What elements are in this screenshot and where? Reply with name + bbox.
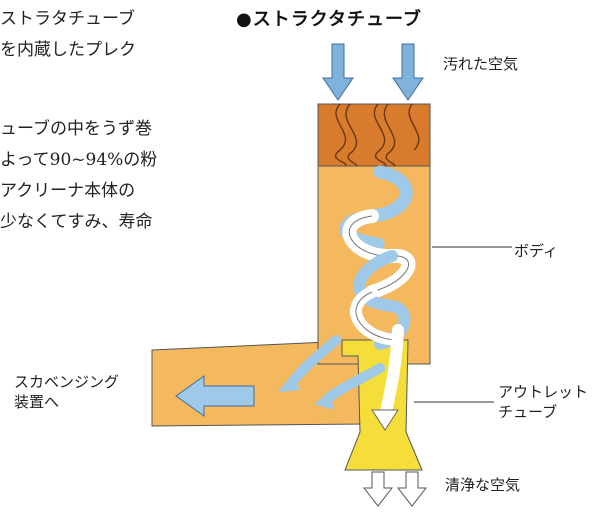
clean-air-label: 清浄な空気 xyxy=(445,476,521,494)
outlet-tube-label: アウトレット チューブ xyxy=(498,382,588,422)
body-text-line: ストラタチューブ xyxy=(0,9,135,29)
outlet-tube-label-line: アウトレット xyxy=(498,383,589,401)
body-text-line: よって90~94%の粉 xyxy=(0,150,158,170)
clean-air-arrow-icon xyxy=(396,471,428,507)
body-text-line: ューブの中をうず巻 xyxy=(0,119,152,139)
outlet-tube-label-line: チューブ xyxy=(498,403,558,421)
inlet-arrow-icon xyxy=(392,43,424,101)
scavenge-flow-arrow-icon xyxy=(314,392,334,410)
dirty-air-label: 汚れた空気 xyxy=(443,55,519,73)
clean-air-flow-arrow-icon xyxy=(371,409,399,431)
body-text-line: 少なくてすみ、寿命 xyxy=(0,212,153,232)
body-text-line: アクリーナ本体の xyxy=(0,181,136,201)
inlet-vanes xyxy=(334,103,420,167)
body-text-lower: ューブの中をうず巻 よって90~94%の粉 アクリーナ本体の 少なくてすみ、寿命 xyxy=(0,114,157,238)
body-label: ボディ xyxy=(514,242,558,260)
scavenging-label: スカベンジング 装置へ xyxy=(14,372,119,412)
body-text-upper: ストラタチューブ を内蔵したプレク xyxy=(0,4,136,66)
clean-air-arrow-icon xyxy=(362,471,394,507)
diagram-heading: ●ストラクタチューブ xyxy=(236,9,422,30)
inlet-arrow-icon xyxy=(322,43,354,101)
body-text-line: を内蔵したプレク xyxy=(0,40,136,60)
scavenging-outlet-arrow-icon xyxy=(175,375,255,417)
scavenging-label-line: スカベンジング xyxy=(14,373,120,391)
scavenge-flow-arrow-icon xyxy=(278,374,300,392)
clean-air-flow-arrow-icon xyxy=(380,324,404,418)
scavenging-label-line: 装置へ xyxy=(14,393,60,411)
